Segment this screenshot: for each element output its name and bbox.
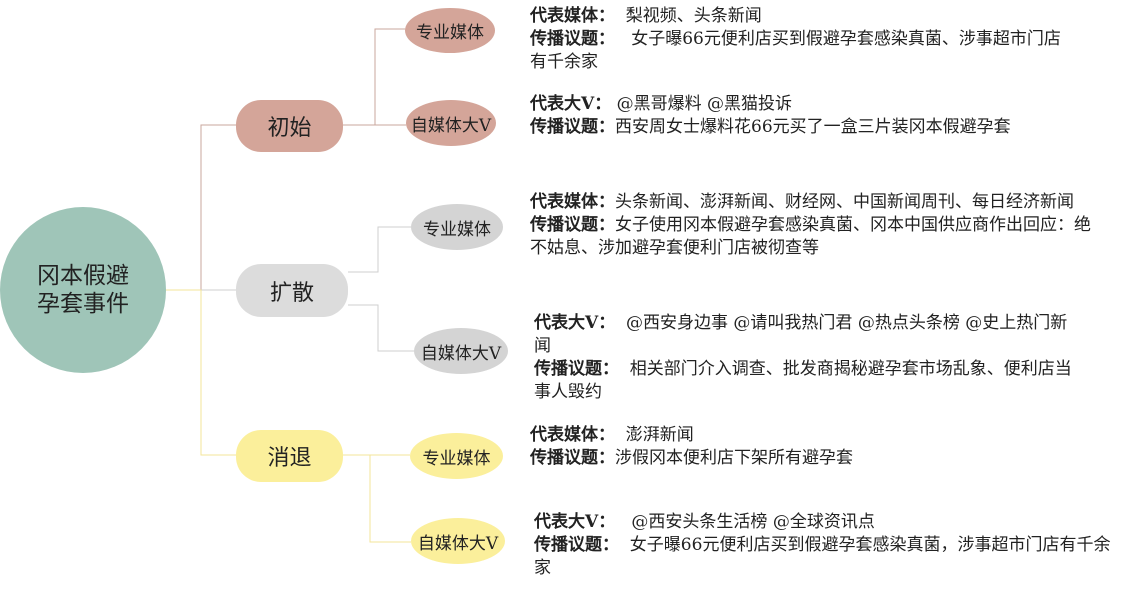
spread-influencer-label: 自媒体大V (420, 343, 502, 364)
topic-value: 女子使用冈本假避孕套感染真菌、冈本中国供应商作出回应：绝不姑息、涉加避孕套便利门… (530, 215, 1091, 258)
topic-label: 传播议题： (530, 215, 615, 235)
spread-connectors (348, 226, 414, 352)
fade-connectors (343, 454, 411, 543)
spread-influencer-desc: 代表大V： @西安身边事 @请叫我热门君 @热点头条榜 @史上热门新闻 传播议题… (534, 312, 1079, 404)
spread-professional-media-desc: 代表媒体：头条新闻、澎湃新闻、财经网、中国新闻周刊、每日经济新闻 传播议题：女子… (530, 191, 1105, 260)
stage-fade-label: 消退 (267, 446, 312, 471)
rep-value: @西安身边事 @请叫我热门君 @热点头条榜 @史上热门新闻 (534, 313, 1068, 356)
connector-root-fade (166, 289, 236, 456)
topic-value: 相关部门介入调查、批发商揭秘避孕套市场乱象、便利店当事人毁约 (534, 359, 1072, 402)
rep-label: 代表媒体： (530, 425, 615, 445)
connector-root-initial (166, 124, 236, 291)
root-title-line2: 孕套事件 (37, 291, 129, 317)
rep-label: 代表大V： (530, 94, 612, 114)
spread-influencer-node: 自媒体大V (414, 328, 508, 374)
spread-professional-media-label: 专业媒体 (423, 219, 491, 240)
initial-connectors (343, 28, 406, 126)
fade-influencer-node: 自媒体大V (411, 518, 505, 564)
fade-influencer-desc: 代表大V： @西安头条生活榜 @全球资讯点 传播议题： 女子曝66元便利店买到假… (534, 511, 1124, 580)
rep-value: @黑哥爆料 @黑猫投诉 (611, 94, 793, 114)
initial-influencer-node: 自媒体大V (406, 100, 496, 146)
rep-label: 代表媒体： (530, 6, 615, 26)
initial-influencer-label: 自媒体大V (410, 115, 492, 136)
initial-professional-media-label: 专业媒体 (416, 23, 484, 43)
fade-influencer-label: 自媒体大V (417, 533, 499, 554)
topic-value: 女子曝66元便利店买到假避孕套感染真菌，涉事超市门店有千余家 (534, 535, 1111, 578)
topic-value: 涉假冈本便利店下架所有避孕套 (615, 448, 853, 468)
rep-value: 梨视频、头条新闻 (615, 6, 762, 26)
topic-label: 传播议题： (530, 448, 615, 468)
rep-value: 头条新闻、澎湃新闻、财经网、中国新闻周刊、每日经济新闻 (615, 192, 1074, 212)
topic-label: 传播议题： (534, 359, 619, 379)
topic-label: 传播议题： (534, 535, 619, 555)
topic-label: 传播议题： (530, 29, 615, 49)
stage-fade: 消退 (236, 430, 343, 482)
spread-professional-media-node: 专业媒体 (411, 204, 503, 250)
fade-professional-media-desc: 代表媒体： 澎湃新闻 传播议题：涉假冈本便利店下架所有避孕套 (530, 424, 1110, 470)
initial-professional-media-desc: 代表媒体： 梨视频、头条新闻 传播议题： 女子曝66元便利店买到假避孕套感染真菌… (530, 5, 1075, 74)
rep-value: @西安头条生活榜 @全球资讯点 (615, 512, 875, 532)
root-connectors (166, 124, 236, 456)
root-title-line1: 冈本假避 (37, 263, 129, 289)
root-node: 冈本假避 孕套事件 (0, 207, 166, 373)
stage-spread: 扩散 (236, 264, 348, 317)
fade-professional-media-node: 专业媒体 (410, 433, 503, 479)
topic-label: 传播议题： (530, 117, 615, 137)
rep-value: 澎湃新闻 (615, 425, 694, 445)
initial-influencer-desc: 代表大V： @黑哥爆料 @黑猫投诉 传播议题：西安周女士爆料花66元买了一盒三片… (530, 93, 1100, 139)
initial-professional-media-node: 专业媒体 (405, 8, 495, 53)
stage-initial-label: 初始 (267, 116, 312, 141)
fade-professional-media-label: 专业媒体 (422, 448, 491, 469)
rep-label: 代表大V： (534, 512, 616, 532)
topic-value: 女子曝66元便利店买到假避孕套感染真菌、涉事超市门店有千余家 (530, 29, 1061, 72)
stage-initial: 初始 (236, 100, 343, 152)
stage-spread-label: 扩散 (269, 280, 314, 306)
rep-label: 代表大V： (534, 313, 616, 333)
topic-value: 西安周女士爆料花66元买了一盒三片装冈本假避孕套 (615, 117, 1011, 137)
rep-label: 代表媒体： (530, 192, 615, 212)
